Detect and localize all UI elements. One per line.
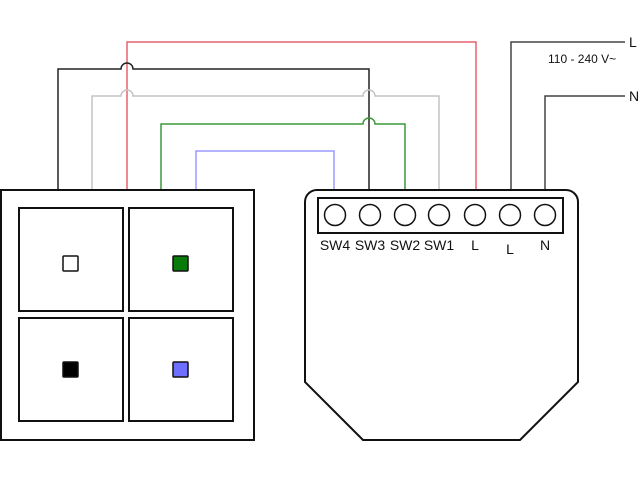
mains-n-label: N [629,88,639,104]
terminal-label: SW2 [390,237,421,253]
wire-sw3-black [57,62,370,190]
mains-l-label: L [629,34,637,50]
terminal-screw-l-4 [463,203,487,227]
led-indicator-4 [172,361,189,378]
terminal-screw-sw2-2 [393,203,417,227]
terminal-screw-sw3-1 [358,203,382,227]
led-indicator-2 [172,255,189,272]
wire-sw2-green [160,117,406,190]
wall-keypad [0,189,255,441]
wire-live-red [126,41,477,190]
terminal-label: SW3 [355,237,386,253]
terminal-label: SW4 [320,237,351,253]
wire-mains-n [544,95,625,190]
mains-voltage-label: 110 - 240 V~ [548,52,616,66]
terminal-label: L [471,237,479,253]
terminal-screw-l-5 [498,203,522,227]
wire-mains-l [510,41,625,190]
terminal-label: L [506,241,514,257]
led-indicator-1 [62,255,79,272]
wire-sw4-blue [195,150,335,190]
led-indicator-3 [62,361,79,378]
terminal-label: SW1 [424,237,455,253]
wire-sw1-gray [91,89,440,190]
terminal-screw-n-6 [533,203,557,227]
terminal-label: N [540,237,550,253]
terminal-screw-sw4-0 [323,203,347,227]
terminal-screw-sw1-3 [427,203,451,227]
